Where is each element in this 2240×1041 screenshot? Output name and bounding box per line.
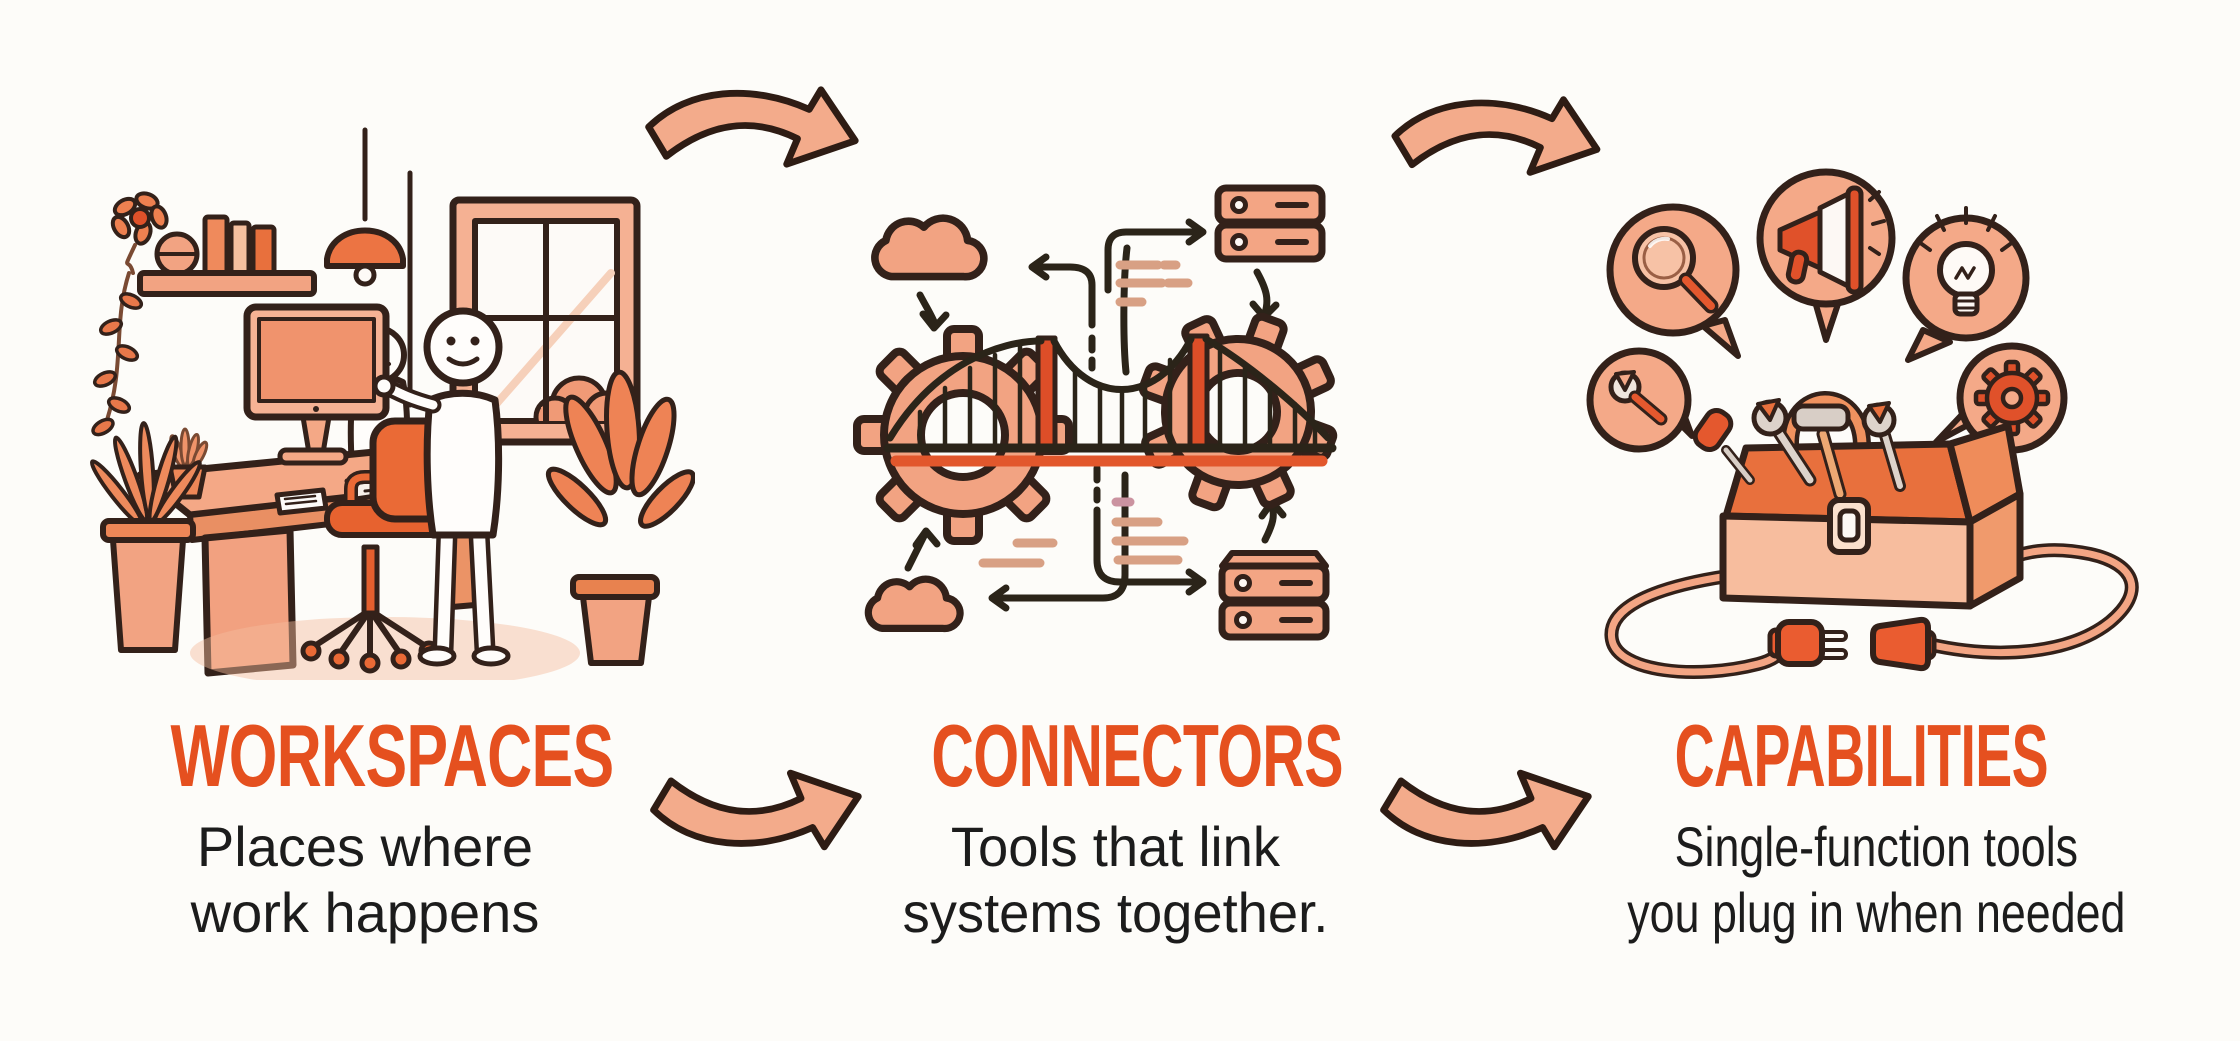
cloud-icon (864, 575, 964, 633)
pendant-lamp (324, 127, 406, 287)
hammer (1791, 403, 1851, 501)
bubble-wrench (1586, 347, 1695, 453)
shelf (137, 214, 317, 297)
connectors-illustration (853, 184, 1338, 641)
toolbox (1692, 391, 2024, 610)
magnifier-icon (1632, 226, 1719, 314)
wrench-icon (1608, 370, 1668, 426)
book (228, 220, 252, 276)
notepad (274, 487, 329, 516)
gear-icon (1973, 359, 2051, 437)
bridge-tower (1035, 335, 1058, 453)
bubble-lightbulb (1902, 206, 2030, 363)
workspaces-title: WORKSPACES (170, 706, 614, 805)
workspaces-illustration (89, 127, 695, 680)
server-icon (1214, 184, 1326, 263)
socket-icon (1870, 616, 1937, 672)
lightbulb-icon (1917, 206, 2015, 317)
capabilities-title: CAPABILITIES (1674, 706, 2049, 805)
book (202, 214, 230, 276)
connectors-title: CONNECTORS (931, 706, 1343, 805)
data-text-dashes (978, 260, 1193, 568)
flow-arrow-bottom-right (1380, 769, 1592, 851)
bubble-gear (1933, 342, 2068, 454)
floor-plant-right (545, 369, 695, 666)
window (449, 196, 641, 446)
cloud-icon (871, 214, 988, 281)
book (250, 224, 277, 276)
plug-icon (1767, 619, 1848, 667)
flow-arrow-bottom-left (650, 769, 862, 851)
bridge (883, 333, 1337, 467)
power-cable (1604, 543, 2139, 679)
data-flow-arrows (904, 218, 1287, 612)
bubble-megaphone (1756, 168, 1896, 343)
hanging-plant (91, 191, 169, 437)
bridge-tower (1187, 333, 1210, 453)
capabilities-illustration (1586, 168, 2139, 679)
person-standing (372, 307, 511, 667)
toolbox-side (1966, 490, 2024, 610)
monitor (243, 303, 390, 466)
server-icon (1218, 550, 1330, 641)
screwdriver (1692, 407, 1755, 485)
gear-icon (1138, 312, 1338, 512)
floor-plant-left (89, 421, 202, 653)
bubble-magnifier (1606, 203, 1741, 359)
wrench (1861, 401, 1906, 492)
flow-arrow-top-left (645, 86, 859, 168)
megaphone-icon (1777, 185, 1886, 295)
flow-arrow-top-right (1391, 96, 1601, 176)
wrench (1751, 398, 1817, 487)
